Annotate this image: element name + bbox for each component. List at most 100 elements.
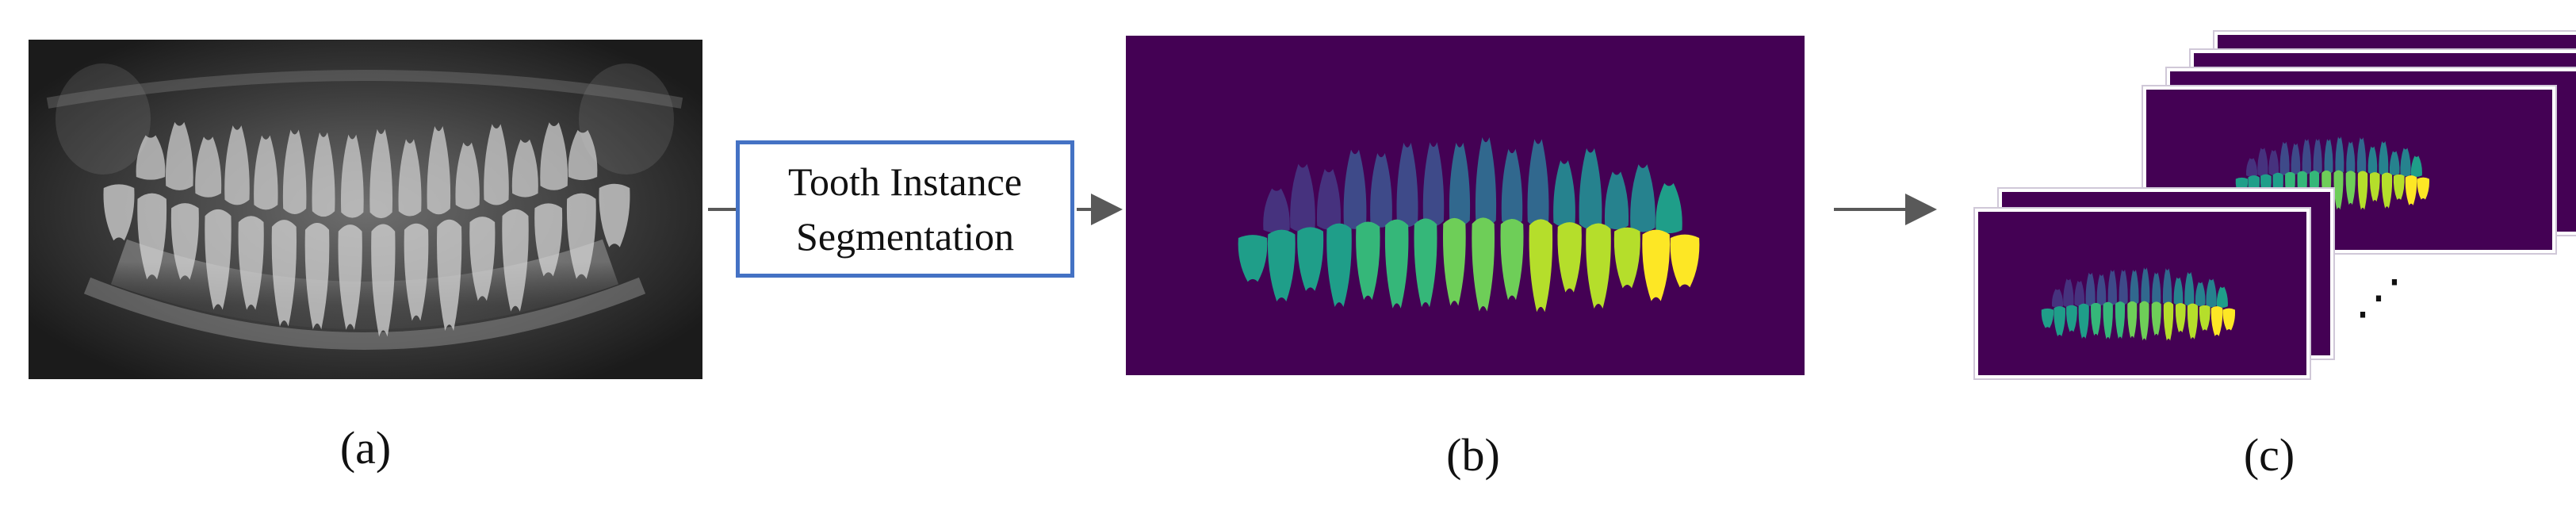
frame-upper-tooth [2367,146,2378,175]
mask-lower-tooth [1586,223,1611,309]
mask-lower-tooth [1414,218,1437,308]
xray-upper-tooth [568,129,598,181]
mask-upper-tooth [1501,148,1523,226]
caption-a: (a) [339,422,392,474]
frame-upper-tooth [2410,155,2422,177]
mask-upper-tooth [1630,164,1655,232]
xray-upper-tooth [340,134,364,218]
frame-upper-tooth [2107,269,2117,305]
xray-lower-tooth [238,216,264,310]
tooth-mask-frame [1973,207,2311,380]
frame-lower-tooth [2091,302,2101,336]
frame-upper-tooth [2206,278,2217,308]
tooth-instance-segmentation-box: Tooth Instance Segmentation [736,140,1074,278]
frame-upper-tooth [2162,268,2172,305]
mask-upper-tooth [1655,182,1682,234]
mask-upper [1263,136,1682,234]
frame-lower-tooth [2078,303,2089,339]
frame-lower-tooth [2139,301,2149,341]
mask-lower-tooth [1384,219,1409,309]
xray-lower-tooth [371,224,396,337]
mask-upper-tooth [1290,163,1315,232]
frame-lower-tooth [2151,301,2161,336]
xray-lower [103,183,630,337]
frame-upper-tooth [2379,140,2389,175]
xray-teeth [103,121,630,337]
frame-lower-tooth [2115,301,2126,339]
frame-upper-tooth [2356,137,2367,175]
frame-upper [2245,136,2422,177]
frame-upper-tooth [2063,278,2074,308]
frame-upper-tooth [2335,136,2344,175]
mask-upper-tooth [1316,168,1342,230]
mask-lower-tooth [1529,219,1553,313]
frame-lower-tooth [2381,172,2393,209]
single-tooth-mask-stack [1973,30,2576,380]
frame-border [2142,85,2557,255]
mask-upper-tooth [1422,142,1445,227]
mask-lower-tooth [1326,223,1352,308]
frame-lower-tooth [2127,301,2138,339]
frame-lower-tooth [2405,175,2417,205]
xray-upper-tooth [369,128,393,219]
frame-upper-tooth [2195,282,2206,306]
mask-lower-tooth [1267,229,1296,302]
frame-upper-tooth [2152,272,2161,305]
xray-lower-tooth [137,193,167,280]
xray-upper-tooth [398,139,422,217]
mask-upper-tooth [1553,160,1575,228]
mask-upper-tooth [1579,148,1602,230]
frame-lower-tooth [2065,305,2077,332]
frame-lower [2041,301,2236,341]
mask-upper-tooth [1475,136,1497,227]
frame-upper-tooth [2130,269,2139,305]
xray-lower-tooth [338,224,362,330]
frame-upper-tooth [2291,143,2301,175]
xray-upper [136,121,598,219]
frame-upper-tooth [2257,148,2268,177]
caption-c: (c) [2243,429,2295,481]
frame-upper-tooth [2268,149,2279,176]
xray-lower-tooth [437,219,462,332]
xray-lower-tooth [205,209,232,310]
frame-lower-tooth [2163,301,2174,341]
frame-upper-tooth [2389,151,2400,175]
frame-upper-tooth [2141,267,2150,305]
frame-upper [2051,267,2228,308]
frame-upper-tooth [2173,277,2184,305]
xray-upper-tooth [427,126,451,215]
xray-upper-tooth [224,125,250,205]
frame-upper-tooth [2184,271,2195,306]
frame-upper-tooth [2216,286,2228,308]
panoramic-xray-image [29,40,702,379]
stack-ellipsis: ⋰ [2355,271,2402,324]
mask-upper-tooth [1449,142,1471,226]
tooth-mask-image [1126,36,1805,375]
frame-lower-tooth [2175,303,2186,333]
mask-upper-tooth [1370,153,1392,228]
frame-lower-tooth [2333,170,2344,210]
xray-lower-tooth [599,183,630,247]
frame-lower-tooth [2417,177,2430,200]
xray-lower-tooth [103,184,135,241]
xray-upper-tooth [136,135,166,180]
xray-lower-tooth [469,217,496,301]
xray-lower-tooth [404,223,429,321]
frame-lower-tooth [2369,172,2380,202]
mask-teeth [1238,136,1700,313]
xray-lower-tooth [170,203,199,280]
frame-upper-tooth [2245,158,2258,177]
frame-upper-tooth [2346,141,2356,175]
frame-lower-tooth [2187,303,2199,339]
mask-lower-tooth [1442,217,1466,306]
xray-upper-tooth [254,135,278,210]
mask-upper-tooth [1396,142,1418,228]
xray-upper-tooth [282,129,307,214]
mask-lower-tooth [1297,227,1324,291]
process-label-line1: Tooth Instance [787,159,1023,204]
frame-upper-tooth [2400,148,2411,177]
frame-upper-tooth [2074,280,2085,307]
caption-b: (b) [1446,429,1500,481]
mask-upper-tooth [1604,171,1629,230]
mask-lower-tooth [1238,235,1268,282]
